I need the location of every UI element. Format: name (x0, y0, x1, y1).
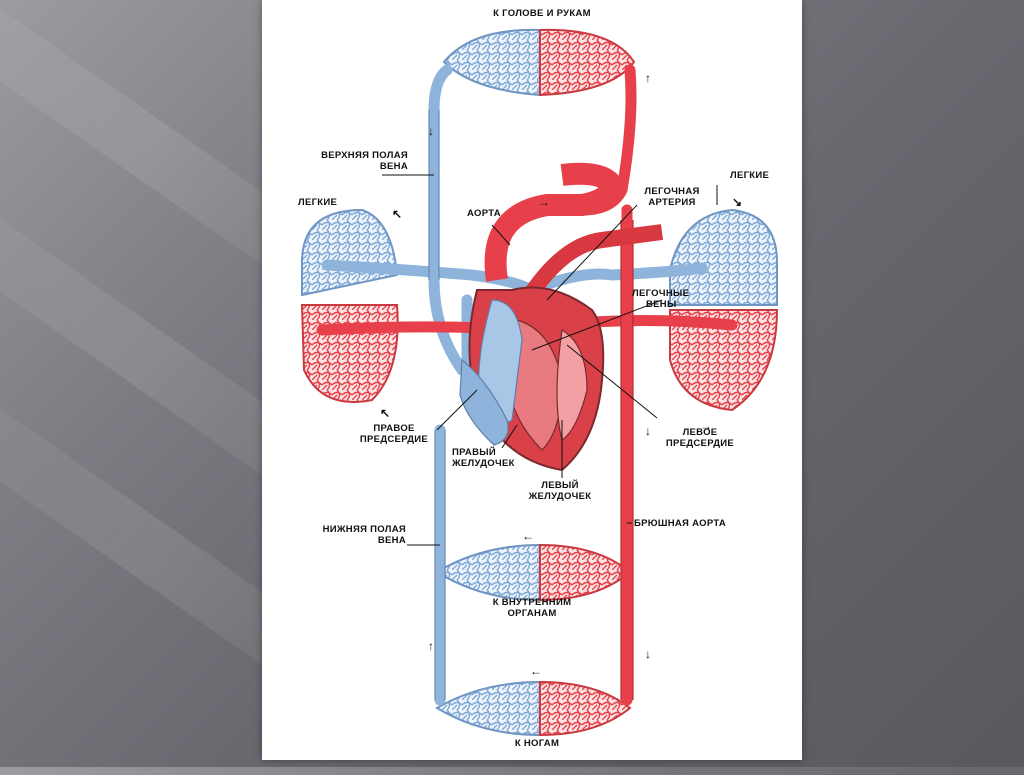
right-lung (669, 208, 779, 412)
slide: К ГОЛОВЕ И РУКАМ ВЕРХНЯЯ ПОЛАЯ ВЕНА ЛЕГК… (262, 0, 802, 760)
arrow-down-icon: ↓ (428, 124, 434, 138)
arrow-left-icon: ← (530, 664, 542, 678)
label-aorta: АОРТА (467, 208, 501, 219)
heart (459, 286, 605, 472)
arrow-up-left-icon: ↖ (380, 406, 391, 420)
label-legs: К НОГАМ (514, 738, 560, 749)
head-capillary-bed (442, 28, 636, 97)
left-lung (300, 208, 399, 403)
label-superior-vena-cava: ВЕРХНЯЯ ПОЛАЯ ВЕНА (321, 150, 408, 172)
arterial-vessel-outline (620, 220, 634, 700)
arrow-down-icon: ↓ (645, 424, 651, 438)
label-right-ventricle: ПРАВЫЙ ЖЕЛУДОЧЕК (452, 447, 515, 469)
label-internal-organs: К ВНУТРЕННИМ ОРГАНАМ (492, 597, 572, 619)
label-inferior-vena-cava: НИЖНЯЯ ПОЛАЯ ВЕНА (322, 524, 406, 546)
legs-capillary-bed (435, 680, 632, 737)
arrow-up-icon: ↑ (645, 71, 651, 85)
arrow-up-left-icon: ↖ (392, 207, 403, 221)
label-lungs-right: ЛЕГКИЕ (730, 170, 770, 181)
leader-lines (382, 174, 718, 546)
label-right-atrium: ПРАВОЕ ПРЕДСЕРДИЕ (359, 423, 429, 445)
label-head-arms: К ГОЛОВЕ И РУКАМ (493, 8, 591, 19)
label-left-atrium: ЛЕВОЕ ПРЕДСЕРДИЕ (665, 427, 735, 449)
arrow-up-icon: ↑ (428, 639, 434, 653)
circulation-diagram (300, 28, 779, 737)
label-pulmonary-artery: ЛЕГОЧНАЯ АРТЕРИЯ (644, 186, 700, 208)
venous-vessels (321, 64, 708, 706)
arrow-right-icon: → (700, 419, 712, 433)
arrow-right-icon: → (538, 195, 550, 209)
label-left-ventricle: ЛЕВЫЙ ЖЕЛУДОЧЕК (528, 480, 592, 502)
label-pulmonary-veins: ЛЕГОЧНЫЕ ВЕНЫ (632, 288, 690, 310)
label-lungs-left: ЛЕГКИЕ (298, 197, 338, 208)
label-abdominal-aorta: БРЮШНАЯ АОРТА (634, 518, 726, 529)
arrow-down-right-icon: ↘ (732, 195, 743, 209)
venous-vessel-outline (428, 110, 446, 700)
arrow-left-icon: ← (522, 529, 534, 543)
arrow-down-icon: ↓ (645, 647, 651, 661)
internal-organs-capillary-bed (435, 543, 632, 602)
